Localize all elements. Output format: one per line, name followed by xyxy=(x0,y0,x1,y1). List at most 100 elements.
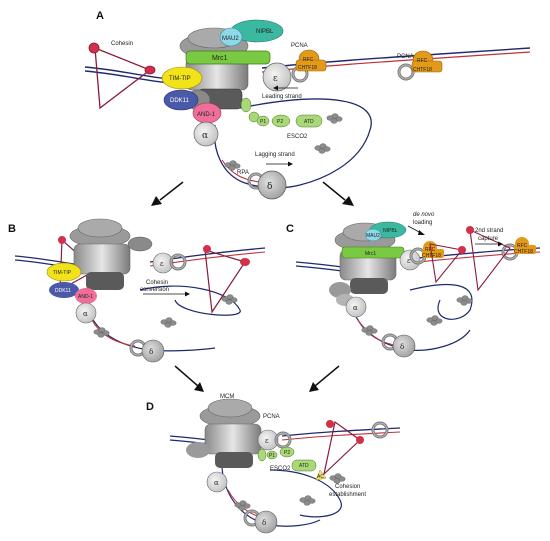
cohesion-establishment-label-1: Cohesion xyxy=(335,484,360,490)
tim-tip-b: TIM-TIP xyxy=(46,262,82,282)
epsilon-label-d: ε xyxy=(265,437,269,445)
chtf18-label-2: CHTF18 xyxy=(413,67,432,73)
nucleosomes-c xyxy=(362,296,472,336)
pcna-label-d: PCNA xyxy=(263,414,280,420)
delta-label-b: δ xyxy=(149,348,153,356)
conversion-arrow-b xyxy=(143,291,190,297)
and1-label: AND-1 xyxy=(197,112,216,118)
leading-strand-arrow xyxy=(273,85,298,91)
alpha-label-b: α xyxy=(83,310,88,318)
panel-letter-d: D xyxy=(146,401,154,413)
ac-label: AC xyxy=(317,474,324,480)
second-strand-label-1: 2nd strand xyxy=(475,228,503,234)
pol-epsilon-d: ε xyxy=(257,429,292,451)
alpha-label-c: α xyxy=(353,304,358,312)
panel-letter-a: A xyxy=(96,10,104,22)
cohesin-conversion-label-1: Cohesin xyxy=(146,280,168,286)
esco2-atd-label: ATD xyxy=(304,119,314,125)
epsilon-label-c: ε xyxy=(407,257,411,265)
mrc1-a: Mrc1 xyxy=(185,50,271,65)
rfc-c2: RFC CHTF18 xyxy=(501,237,536,261)
delta-label-c: δ xyxy=(400,343,404,351)
pol-delta-a: δ xyxy=(247,170,287,200)
mau2-label-c: MAU2 xyxy=(366,233,380,239)
de-novo-arrow xyxy=(407,225,425,235)
de-novo-label: de novo xyxy=(413,212,435,218)
rfc-label-1: RFC xyxy=(303,57,314,63)
leading-strand-label: Leading strand xyxy=(262,94,302,100)
tim-tip-label: TIM-TIP xyxy=(169,76,191,82)
alpha-label: α xyxy=(202,131,208,141)
lagging-strand-arrow xyxy=(266,161,293,167)
mrc1-label-c: Mrc1 xyxy=(365,251,376,257)
pol-alpha-d: α xyxy=(206,471,228,493)
esco2-p1-label: P1 xyxy=(260,119,266,125)
cohesin-ring-a xyxy=(88,42,156,110)
nipbl-label: NIPBL xyxy=(256,29,274,35)
epsilon-label-b: ε xyxy=(160,260,164,268)
esco2-p1-label-d: P1 xyxy=(269,453,275,459)
mrc1-label: Mrc1 xyxy=(212,55,228,62)
mau2-label: MAU2 xyxy=(222,36,239,42)
lagging-strand-label: Lagging strand xyxy=(255,152,295,158)
epsilon-label: ε xyxy=(273,74,278,84)
cohesion-establishment-label-2: establishment xyxy=(329,492,366,498)
rfc-label-c2: RFC xyxy=(517,243,528,249)
nipbl-label-c: NIPBL xyxy=(383,228,398,234)
and1-b: AND-1 xyxy=(75,288,97,304)
ddk11-label-b: DDK11 xyxy=(55,288,71,294)
ddk11-label: DDK11 xyxy=(170,98,190,104)
mcm-helicase-b xyxy=(69,218,153,290)
ddk11-a: DDK11 xyxy=(163,89,199,111)
mcm-label: MCM xyxy=(220,394,234,400)
ddk11-b: DDK11 xyxy=(49,282,79,298)
second-strand-label-2: capture xyxy=(478,236,499,242)
mau2-a: MAU2 xyxy=(219,27,243,47)
esco2-a: P1 P2 ATD ESCO2 xyxy=(240,97,323,140)
panel-b: B xyxy=(8,218,266,363)
esco2-label: ESCO2 xyxy=(287,134,308,140)
cohesin-ring-d xyxy=(323,420,364,476)
and1-label-b: AND-1 xyxy=(78,294,93,300)
esco2-label-d: ESCO2 xyxy=(270,466,291,472)
tim-tip-label-b: TIM-TIP xyxy=(53,270,72,276)
panel-letter-c: C xyxy=(286,223,294,235)
and1-a: AND-1 xyxy=(192,102,222,124)
rfc-label-2: RFC xyxy=(417,58,428,64)
panel-letter-b: B xyxy=(8,223,16,235)
ac-mark-d: AC xyxy=(315,469,327,481)
pol-alpha-b: α xyxy=(75,302,97,324)
pcna-label-1: PCNA xyxy=(291,43,308,49)
loading-label: loading xyxy=(413,220,432,226)
tim-tip-a: TIM-TIP xyxy=(161,66,203,90)
pol-delta-c: δ xyxy=(381,333,416,358)
pcna-label-2: PCNA xyxy=(397,54,414,60)
second-strand-arrow xyxy=(475,241,503,247)
pcna-rfc-a2: PCNA RFC CHTF18 xyxy=(397,50,443,81)
arrow-b-to-d xyxy=(174,365,204,392)
chtf18-label-1: CHTF18 xyxy=(298,65,317,71)
esco2-p2-label: P2 xyxy=(277,119,283,125)
nucleosomes-b xyxy=(94,295,237,338)
pol-delta-b: δ xyxy=(129,339,165,363)
rfc-label-c1: RFC xyxy=(425,247,436,253)
mrc1-c: Mrc1 xyxy=(341,246,405,259)
esco2-d: P1 P2 ATD ESCO2 xyxy=(257,446,317,472)
dna-d xyxy=(169,427,401,527)
rpa-label: RPA xyxy=(237,170,249,176)
esco2-atd-label-d: ATD xyxy=(299,463,309,469)
nipbl-c: NIPBL MAU2 xyxy=(364,221,407,242)
delta-label-d: δ xyxy=(262,519,266,527)
pcna-rfc-a1: PCNA RFC CHTF18 xyxy=(291,43,327,83)
pol-epsilon-c: ε xyxy=(399,249,421,271)
arrow-a-to-b xyxy=(151,181,184,206)
arrow-c-to-d xyxy=(309,365,340,392)
cohesin-conversion-label-2: conversion xyxy=(140,287,169,293)
pol-epsilon-a: ε xyxy=(262,62,292,92)
pol-delta-d: δ xyxy=(243,509,278,534)
panel-c: C Mrc1 NIPBL xyxy=(286,212,541,358)
pol-alpha-c: α xyxy=(345,296,367,318)
mcm-helicase-d xyxy=(186,398,262,468)
esco2-p2-label-d: P2 xyxy=(284,450,290,456)
